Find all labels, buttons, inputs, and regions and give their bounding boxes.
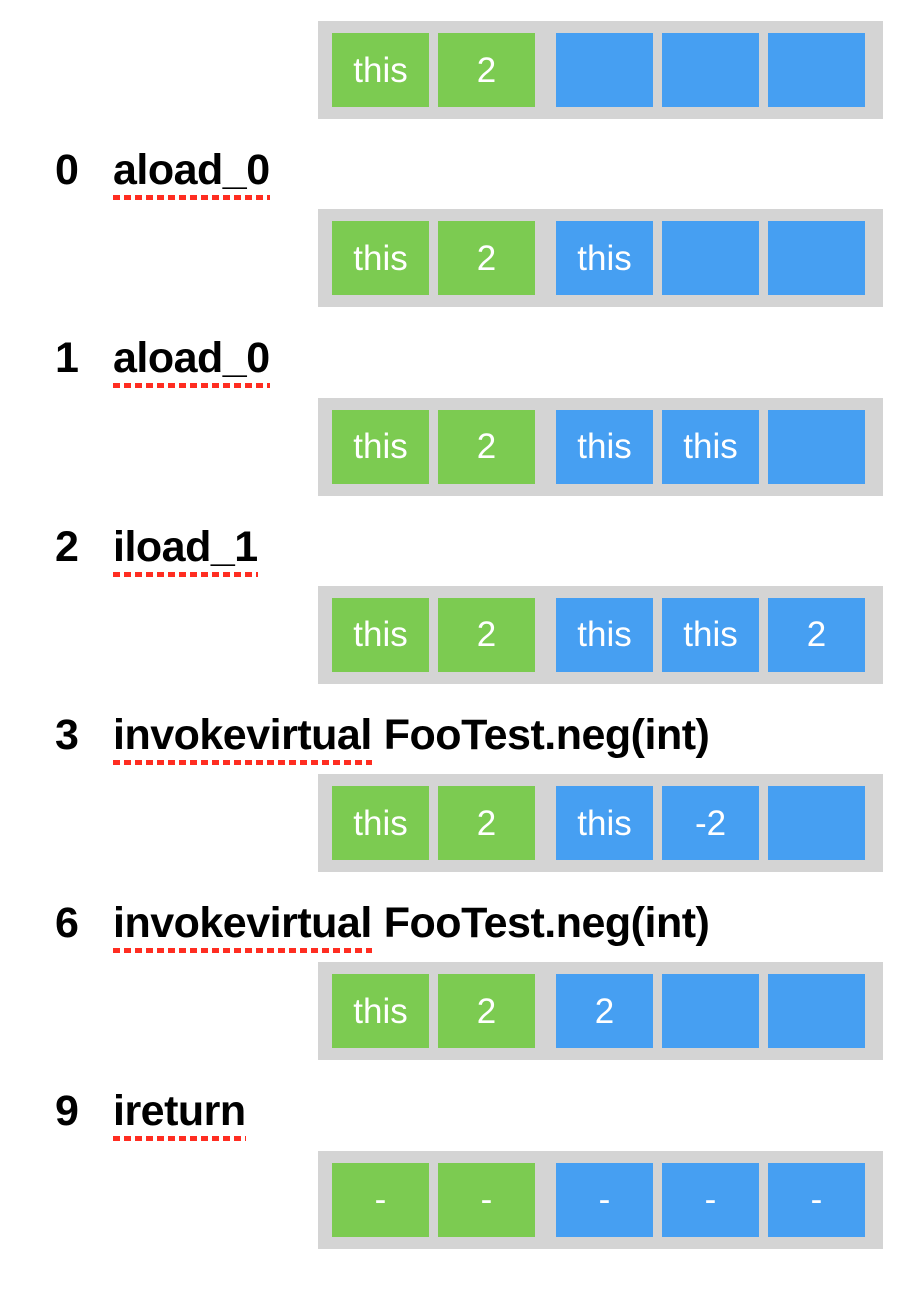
local-variable-cell: 2	[438, 597, 535, 672]
operand-stack-cell: -2	[662, 786, 759, 861]
operand-stack-cell: this	[662, 409, 759, 484]
operand-stack-cell	[662, 33, 759, 107]
operand-stack-cell	[768, 221, 865, 296]
instruction-mnemonic: invokevirtual	[113, 899, 372, 954]
operand-stack-cell	[556, 33, 653, 107]
frame-state-bar: this 2	[318, 21, 883, 119]
operand-stack-cell: -	[556, 1162, 653, 1237]
operand-stack-cell	[768, 33, 865, 107]
instruction-mnemonic: ireturn	[113, 1087, 246, 1142]
local-variable-cell: 2	[438, 974, 535, 1049]
instruction-mnemonic: iload_1	[113, 522, 258, 577]
operand-stack-cell: this	[662, 597, 759, 672]
instruction-mnemonic: invokevirtual	[113, 710, 372, 765]
local-variable-cell: this	[332, 33, 429, 107]
instruction-offset: 1	[55, 334, 79, 383]
local-variable-cell: this	[332, 221, 429, 296]
instruction-offset: 9	[55, 1087, 79, 1136]
operand-stack-cell: 2	[768, 597, 865, 672]
bytecode-execution-trace: this 2 0 aload_0 this 2 this 1 aload_0 thi…	[55, 21, 908, 1249]
frame-state-bar: this 2 this -2	[318, 774, 883, 873]
operand-stack-cell	[662, 974, 759, 1049]
local-variable-cell: -	[332, 1162, 429, 1237]
operand-stack-cell: this	[556, 786, 653, 861]
frame-state-bar: this 2 this this	[318, 397, 883, 496]
instruction-offset: 2	[55, 522, 79, 571]
instruction-offset: 0	[55, 146, 79, 194]
operand-stack-cell	[768, 974, 865, 1049]
local-variable-cell: this	[332, 597, 429, 672]
operand-stack-cell: -	[768, 1162, 865, 1237]
frame-state-bar: this 2 this this 2	[318, 585, 883, 684]
local-variable-cell: -	[438, 1162, 535, 1237]
operand-stack-cell	[768, 786, 865, 861]
local-variable-cell: this	[332, 974, 429, 1049]
bytecode-instruction: 2 iload_1	[55, 522, 908, 577]
local-variable-cell: this	[332, 786, 429, 861]
instruction-mnemonic: aload_0	[113, 146, 270, 200]
operand-stack-cell: -	[662, 1162, 759, 1237]
frame-state-bar: this 2 this	[318, 209, 883, 308]
instruction-mnemonic: aload_0	[113, 334, 270, 389]
operand-stack-cell: this	[556, 221, 653, 296]
frame-state-bar: - - - - -	[318, 1150, 883, 1249]
bytecode-instruction: 1 aload_0	[55, 334, 908, 389]
operand-stack-cell: this	[556, 597, 653, 672]
operand-stack-cell	[662, 221, 759, 296]
local-variable-cell: 2	[438, 409, 535, 484]
local-variable-cell: 2	[438, 786, 535, 861]
operand-stack-cell: 2	[556, 974, 653, 1049]
operand-stack-cell	[768, 409, 865, 484]
local-variable-cell: 2	[438, 221, 535, 296]
local-variable-cell: 2	[438, 33, 535, 107]
bytecode-instruction: 0 aload_0	[55, 146, 908, 200]
operand-stack-cell: this	[556, 409, 653, 484]
instruction-offset: 6	[55, 899, 79, 948]
instruction-operand: FooTest.neg(int)	[383, 899, 710, 948]
instruction-operand: FooTest.neg(int)	[383, 710, 710, 759]
frame-state-bar: this 2 2	[318, 962, 883, 1061]
bytecode-instruction: 9 ireturn	[55, 1087, 908, 1142]
local-variable-cell: this	[332, 409, 429, 484]
instruction-offset: 3	[55, 710, 79, 759]
